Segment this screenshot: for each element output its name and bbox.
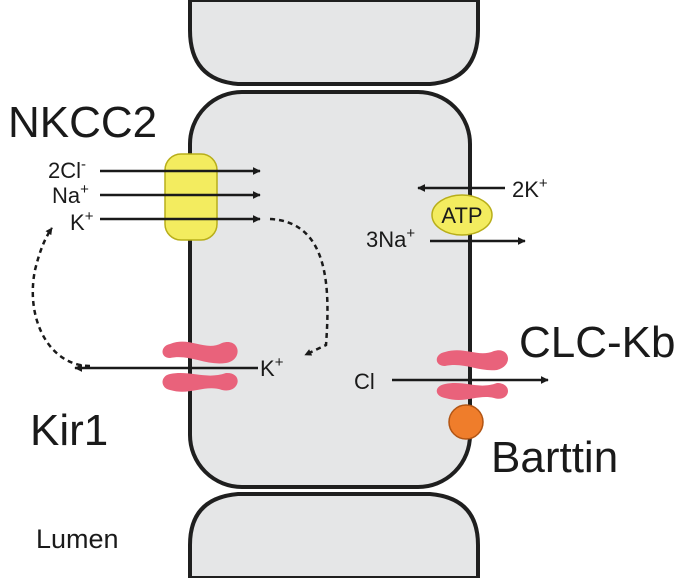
clc-kb-label: CLC-Kb [519,318,676,367]
na-k-atpase [431,194,493,236]
epithelial-cell [188,90,472,489]
nkcc2-label: NKCC2 [8,98,157,147]
ion-label-cl: Cl [354,369,375,394]
lumen-label: Lumen [36,524,119,554]
ion-label-2k: 2K+ [512,175,548,202]
clc-kb-channel [436,350,509,400]
atp-label: ATP [441,203,482,228]
kir1-label: Kir1 [30,406,108,455]
ion-label-3na: 3Na+ [366,225,415,252]
k-recycling-intracellular-path [269,217,329,357]
ion-label-na: Na+ [52,181,89,208]
barttin-label: Barttin [491,433,618,482]
neighbor-cell-top [188,0,480,86]
barttin-subunit [448,404,484,440]
ion-label-k-kir: K+ [260,354,284,381]
nkcc2-transporter [164,153,218,241]
ion-label-2cl: 2Cl- [48,156,86,183]
k-recycling-luminal-path [31,227,91,368]
ion-label-k-nkcc: K+ [70,208,94,235]
neighbor-cell-bottom [188,492,480,578]
kir1-channel [162,341,238,392]
